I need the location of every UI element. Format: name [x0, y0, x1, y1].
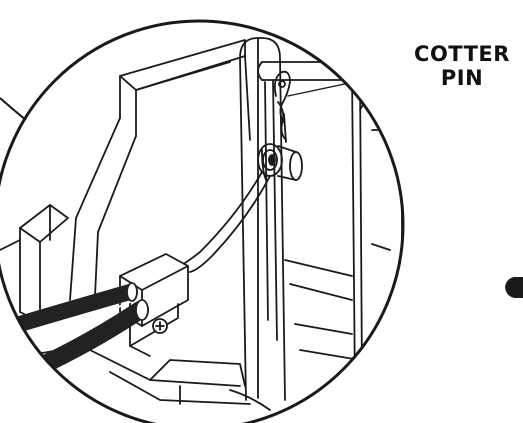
edge-marker [505, 277, 523, 298]
base-plate [0, 349, 271, 411]
magnifier-circle [0, 19, 405, 423]
vertical-post [239, 37, 286, 401]
cotter-pin-label-line2: PIN [440, 66, 484, 90]
cotter-pin-label: COTTER PIN [408, 42, 516, 90]
leader-line [0, 97, 27, 121]
cable-sleeves [0, 282, 149, 389]
control-cable [169, 171, 271, 273]
cotter-pin [273, 70, 291, 143]
right-frame [284, 71, 403, 391]
cable-clamp [119, 253, 189, 357]
cotter-pin-label-line1: COTTER [414, 42, 510, 66]
frame-box [69, 39, 251, 301]
clevis-pin-washer [257, 143, 303, 181]
